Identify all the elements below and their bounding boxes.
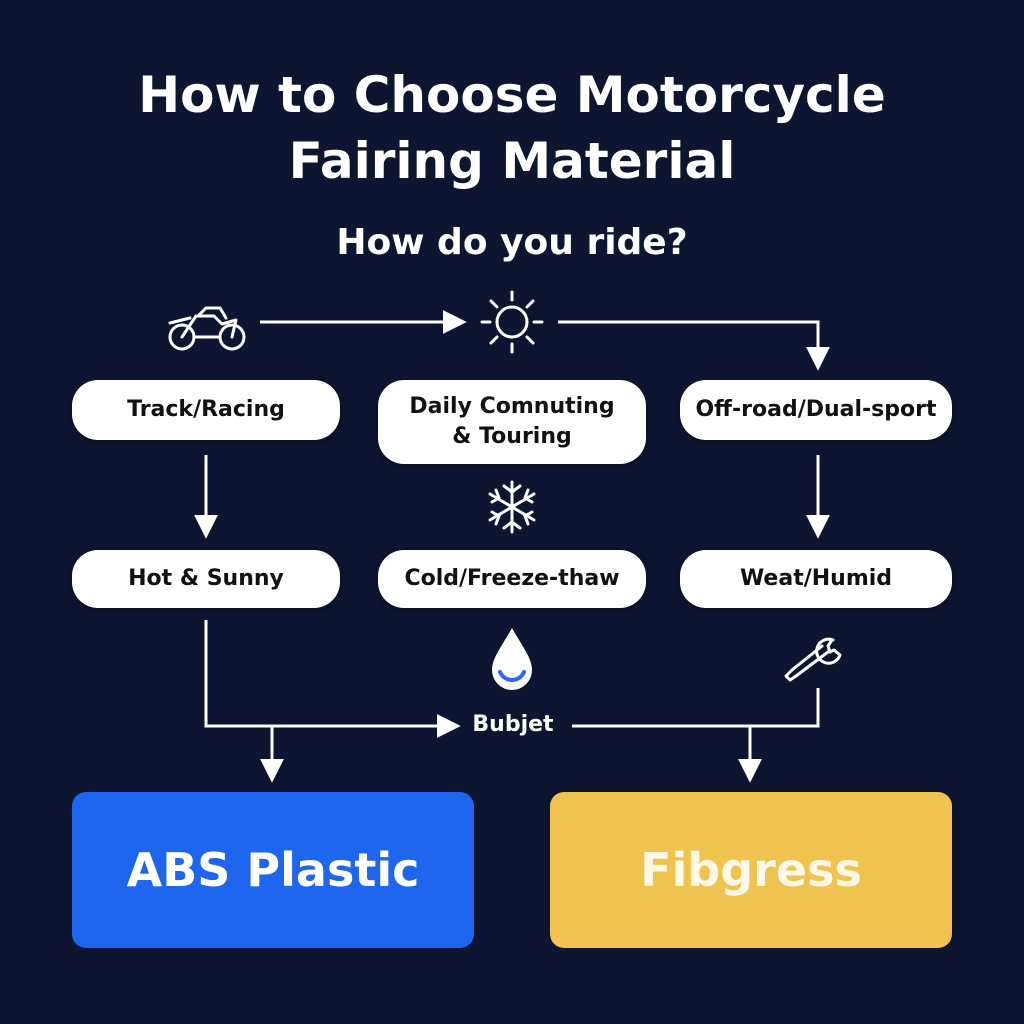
connector-budget-to-wrench <box>572 688 820 728</box>
budget-label: Bubjet <box>472 712 554 737</box>
arrow-hot-to-budget <box>204 620 461 738</box>
node-offroad-label: Off-road/Dual-sport <box>695 397 937 422</box>
node-wet-humid-label: Weat/Humid <box>739 566 893 591</box>
water-drop-icon <box>492 628 532 690</box>
result-fiberglass-label: Fibgress <box>640 843 862 897</box>
page-title: How to Choose Motorcycle Fairing Materia… <box>0 62 1024 194</box>
result-fiberglass: Fibgress <box>550 792 952 948</box>
node-track-racing-label: Track/Racing <box>127 397 285 422</box>
result-abs-plastic-label: ABS Plastic <box>126 843 420 897</box>
title-line-1: How to Choose Motorcycle <box>138 66 886 124</box>
node-hot-sunny-label: Hot & Sunny <box>128 566 284 591</box>
node-daily-commuting-line-2: & Touring <box>452 424 572 449</box>
node-offroad: Off-road/Dual-sport <box>680 380 952 440</box>
title-line-2: Fairing Material <box>288 132 736 190</box>
page-subtitle: How do you ride? <box>336 222 688 263</box>
arrow-sun-to-offroad <box>558 320 830 371</box>
node-daily-commuting: Daily Comnuting & Touring <box>378 380 646 464</box>
node-wet-humid: Weat/Humid <box>680 550 952 608</box>
result-abs-plastic: ABS Plastic <box>72 792 474 948</box>
wrench-icon <box>784 637 842 682</box>
snowflake-icon <box>488 480 536 534</box>
sun-icon <box>480 290 544 354</box>
node-daily-commuting-line-1: Daily Comnuting <box>409 394 615 419</box>
node-cold-freeze-label: Cold/Freeze-thaw <box>404 566 620 591</box>
node-track-racing: Track/Racing <box>72 380 340 440</box>
node-cold-freeze: Cold/Freeze-thaw <box>378 550 646 608</box>
motorcycle-icon <box>168 306 246 351</box>
node-hot-sunny: Hot & Sunny <box>72 550 340 608</box>
